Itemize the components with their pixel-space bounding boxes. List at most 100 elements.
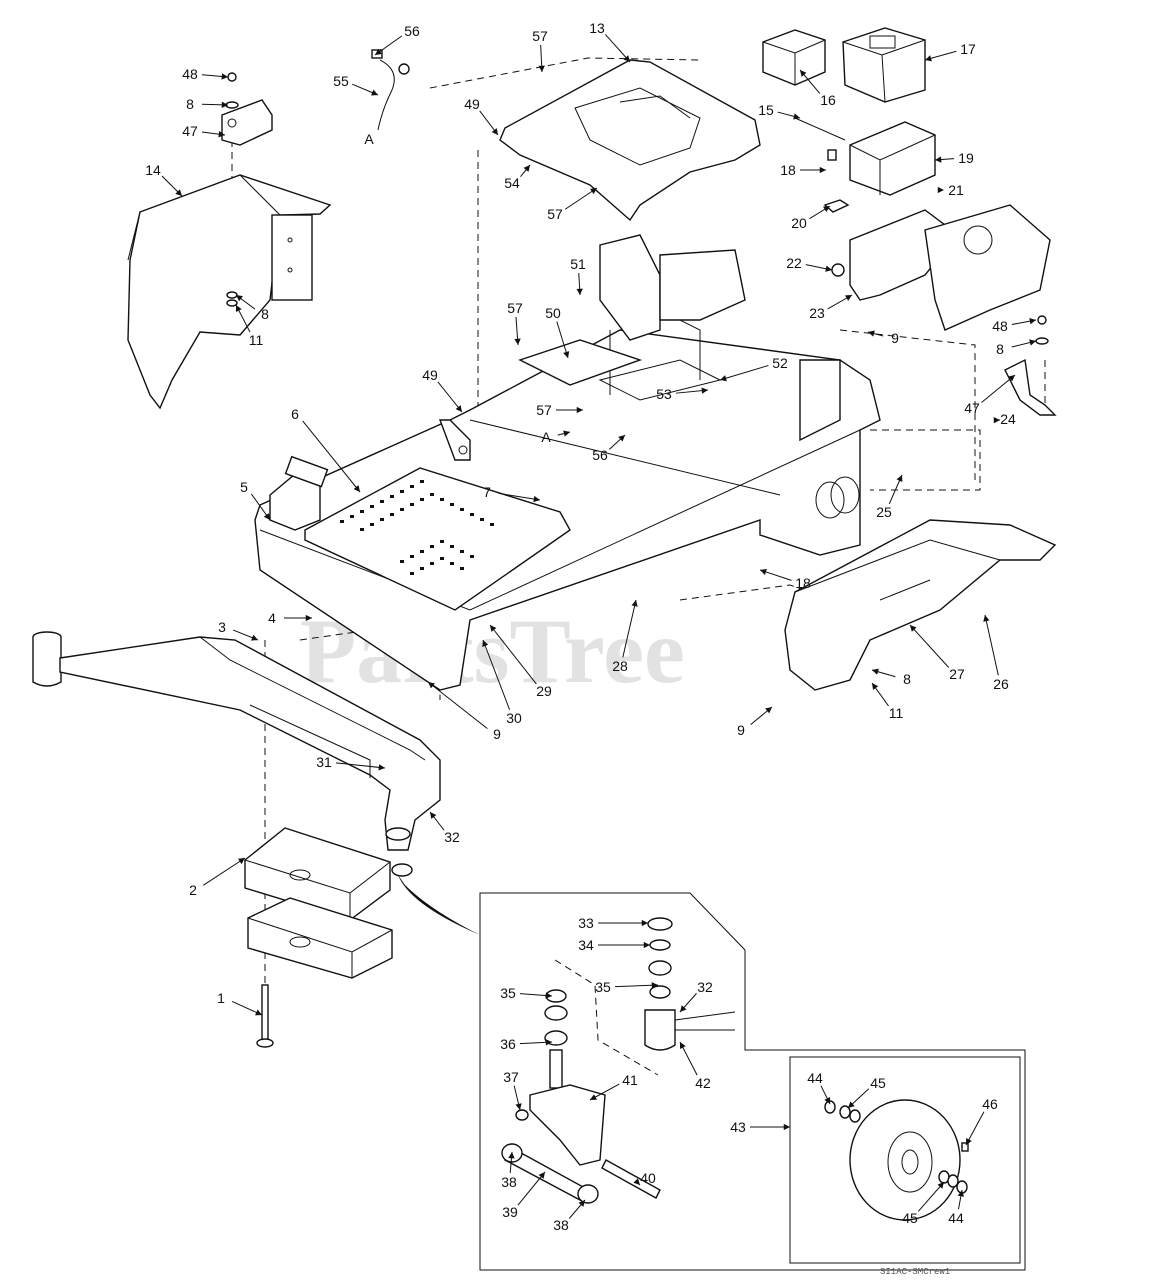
leader-arrow-57	[514, 338, 521, 345]
leader-line-35	[614, 984, 659, 988]
callout-label-38: 38	[553, 1217, 569, 1233]
callout-label-27: 27	[949, 666, 965, 682]
leader-line-9	[427, 681, 488, 729]
callout-label-8: 8	[996, 341, 1004, 357]
leader-line-52	[719, 364, 769, 381]
leader-arrow-42	[680, 1042, 686, 1049]
pedal-part-5	[269, 455, 329, 531]
callout-label-52: 52	[772, 355, 788, 371]
bolt-part-1	[256, 984, 274, 1048]
leader-arrow-45	[937, 1182, 944, 1189]
floor-plate-holes	[340, 480, 494, 575]
front-axle-part-32	[32, 631, 480, 935]
leader-arrow-20	[823, 206, 830, 212]
callout-label-57: 57	[507, 300, 523, 316]
leader-arrow-48	[1029, 318, 1036, 325]
leader-line-27	[909, 624, 950, 668]
callout-label-5: 5	[240, 479, 248, 495]
leader-arrow-23	[845, 295, 852, 301]
leader-arrow-40	[633, 1178, 640, 1185]
leader-arrow-8	[1029, 339, 1036, 346]
callout-label-41: 41	[622, 1072, 638, 1088]
leader-arrow-44	[824, 1097, 831, 1104]
fender-left-part-14	[127, 174, 332, 410]
bracket-part-47-right	[1004, 315, 1057, 416]
callout-label-6: 6	[291, 406, 299, 422]
callout-label-15: 15	[758, 102, 774, 118]
callout-label-38: 38	[501, 1174, 517, 1190]
leader-arrow-15	[793, 113, 800, 120]
callout-label-7: 7	[483, 484, 491, 500]
leader-arrow-7	[533, 495, 540, 503]
callout-label-33: 33	[578, 915, 594, 931]
main-frame	[254, 234, 881, 691]
leader-arrow-19	[935, 156, 942, 163]
leader-arrow-48	[221, 73, 228, 80]
leader-arrow-36	[545, 1039, 552, 1046]
callout-label-18: 18	[795, 575, 811, 591]
leader-arrow-53	[701, 387, 708, 394]
leader-arrow-30	[482, 640, 489, 647]
callout-label-3: 3	[218, 619, 226, 635]
leader-arrow-32	[430, 812, 437, 819]
callout-label-51: 51	[570, 256, 586, 272]
callout-label-16: 16	[820, 92, 836, 108]
leader-arrow-27	[910, 625, 917, 632]
leader-arrow-56	[618, 435, 625, 442]
skid-plate-part-27	[784, 519, 1057, 691]
leader-arrow-33	[641, 919, 648, 927]
leader-arrow-49	[491, 128, 498, 135]
bracket-part-19	[794, 117, 936, 213]
callout-label-30: 30	[506, 710, 522, 726]
leader-line-57	[564, 187, 598, 210]
leader-arrow-11	[236, 305, 242, 312]
leader-arrow-56	[375, 48, 382, 55]
leader-arrow-1	[255, 1009, 262, 1016]
callout-label-45: 45	[870, 1075, 886, 1091]
callout-label-17: 17	[960, 41, 976, 57]
callout-label-53: 53	[656, 386, 672, 402]
callout-label-8: 8	[261, 306, 269, 322]
callout-label-35: 35	[500, 985, 516, 1001]
leader-line-50	[556, 321, 569, 359]
leader-arrow-14	[175, 189, 182, 196]
top-plate-part-13	[499, 59, 761, 222]
cable-part-55	[371, 49, 410, 131]
battery-cover-part-17	[842, 27, 926, 103]
leader-arrow-8	[236, 295, 243, 302]
callout-label-56: 56	[404, 23, 420, 39]
callout-label-44: 44	[807, 1070, 823, 1086]
leader-arrow-A	[563, 430, 570, 437]
callout-label-23: 23	[809, 305, 825, 321]
leader-arrow-2	[238, 858, 245, 865]
callout-label-48: 48	[182, 66, 198, 82]
callout-label-49: 49	[422, 367, 438, 383]
leader-line-28	[622, 599, 637, 658]
callout-label-14: 14	[145, 162, 161, 178]
callout-label-43: 43	[730, 1119, 746, 1135]
leader-arrow-39	[538, 1172, 545, 1179]
leader-arrow-9	[765, 707, 772, 714]
callout-label-37: 37	[503, 1069, 519, 1085]
leader-arrow-3	[251, 634, 258, 641]
callout-label-18: 18	[780, 162, 796, 178]
leader-arrow-49	[455, 405, 462, 412]
leader-arrow-17	[925, 55, 932, 62]
leader-arrow-38	[578, 1200, 585, 1207]
leader-arrow-57	[576, 406, 583, 414]
callout-label-25: 25	[876, 504, 892, 520]
leader-arrow-25	[896, 475, 903, 482]
leader-arrow-35	[545, 992, 552, 999]
leader-arrow-5	[263, 513, 270, 520]
side-panel-part-23	[831, 204, 1051, 331]
leader-line-6	[302, 420, 361, 493]
callout-label-8: 8	[186, 96, 194, 112]
leader-arrow-8	[221, 101, 228, 108]
callout-label-48: 48	[992, 318, 1008, 334]
leader-arrow-34	[643, 941, 650, 949]
leader-line-45	[917, 1181, 945, 1212]
callout-label-28: 28	[612, 658, 628, 674]
leader-arrow-22	[825, 265, 832, 272]
